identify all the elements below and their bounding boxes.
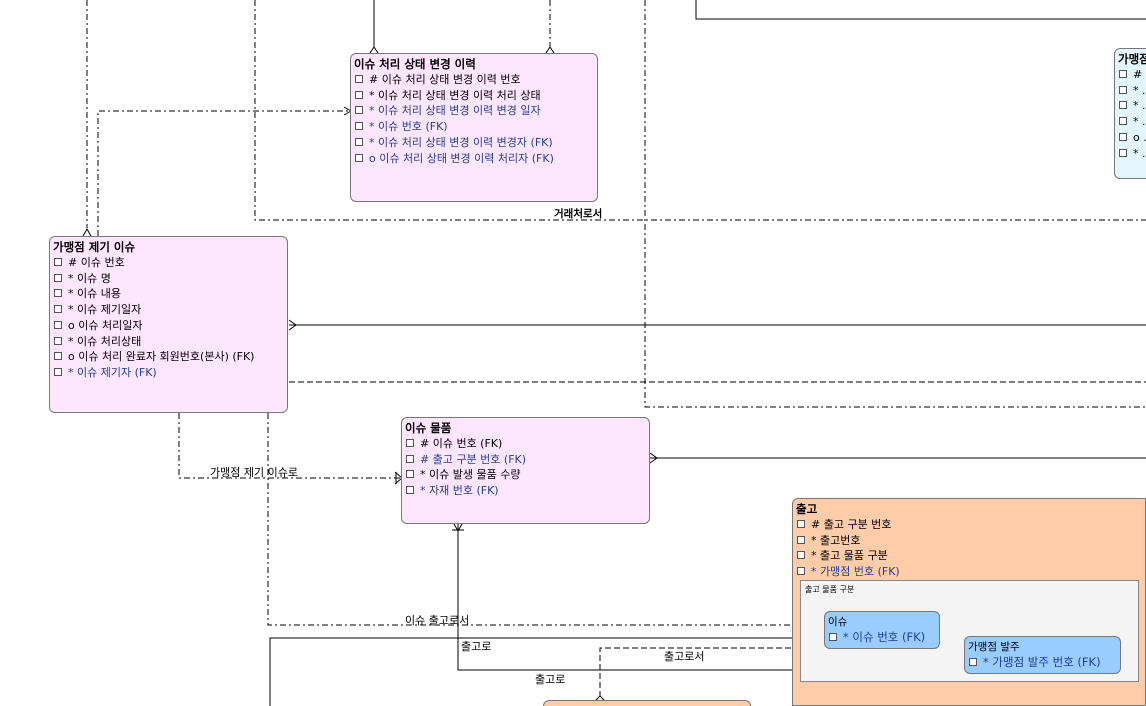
attribute: # 이슈 번호 — [50, 255, 287, 271]
attribute: * 이슈 내용 — [50, 286, 287, 302]
entity-title: 가맹점 발주 — [968, 641, 1020, 653]
attribute: * 출고 물품 구분 — [793, 548, 1145, 564]
relationship-label-partner: 거래처로서 — [554, 208, 603, 220]
attribute: * ... — [1115, 98, 1146, 114]
attribute: * 이슈 제기자 (FK) — [50, 365, 287, 381]
attribute: o 이슈 처리일자 — [50, 318, 287, 334]
attribute: * ... — [1115, 146, 1146, 162]
attribute: * 가맹점 번호 (FK) — [793, 564, 1145, 580]
entity-title: 가맹점 — [1118, 52, 1146, 66]
relationship-label-issue-shipment: 이슈 출고로서 — [405, 614, 470, 627]
relationship-label-shipment-to-a: 출고로 — [461, 640, 492, 653]
entity-issue-item[interactable]: 이슈 물품 # 이슈 번호 (FK) # 출고 구분 번호 (FK) * 이슈 … — [401, 417, 650, 524]
attribute: * ... — [1115, 114, 1146, 130]
attribute: * 이슈 번호 (FK) — [351, 119, 597, 135]
attribute: # 출고 구분 번호 — [793, 517, 1145, 533]
attribute: # 이슈 처리 상태 변경 이력 번호 — [351, 72, 597, 88]
entity-issue-status-history[interactable]: 이슈 처리 상태 변경 이력 # 이슈 처리 상태 변경 이력 번호 * 이슈 … — [350, 53, 598, 202]
entity-title: 이슈 — [828, 616, 848, 628]
entity-title: 출고 — [796, 502, 818, 516]
relationship-label-shipment-to-b: 출고로 — [535, 673, 566, 686]
attribute: * ... — [1115, 83, 1146, 99]
attribute: * 이슈 처리 상태 변경 이력 처리 상태 — [351, 88, 597, 104]
entity-title: 이슈 처리 상태 변경 이력 — [354, 57, 476, 71]
relationship-label-shipment-as: 출고로서 — [664, 650, 705, 663]
subtype-label: 출고 물품 구분 — [805, 585, 855, 594]
entity-subtype-franchise-order[interactable]: 가맹점 발주 * 가맹점 발주 번호 (FK) — [964, 636, 1121, 674]
attribute: o ... — [1115, 130, 1146, 146]
attribute: * 이슈 처리상태 — [50, 334, 287, 350]
attribute: o 이슈 처리 완료자 회원번호(본사) (FK) — [50, 349, 287, 365]
entity-partial-bottom[interactable] — [543, 700, 751, 706]
attribute: # 출고 구분 번호 (FK) — [402, 452, 649, 468]
attribute: # 이슈 번호 (FK) — [402, 436, 649, 452]
attribute: * 출고번호 — [793, 533, 1145, 549]
attribute: * 이슈 발생 물품 수량 — [402, 467, 649, 483]
entity-franchise-partial[interactable]: 가맹점 # ... * ... * ... * ... o ... * ... — [1114, 48, 1146, 179]
relationship-label-franchise-issue: 가맹점 제기 이슈로 — [210, 466, 298, 479]
entity-subtype-issue[interactable]: 이슈 * 이슈 번호 (FK) — [824, 611, 940, 649]
attribute: * 이슈 제기일자 — [50, 302, 287, 318]
attribute: * 가맹점 발주 번호 (FK) — [965, 654, 1120, 671]
entity-title: 가맹점 제기 이슈 — [53, 240, 136, 254]
attribute: # ... — [1115, 67, 1146, 83]
attribute: o 이슈 처리 상태 변경 이력 처리자 (FK) — [351, 151, 597, 167]
attribute: * 이슈 명 — [50, 271, 287, 287]
entity-franchise-issue[interactable]: 가맹점 제기 이슈 # 이슈 번호 * 이슈 명 * 이슈 내용 * 이슈 제기… — [49, 236, 288, 413]
entity-title: 이슈 물품 — [405, 421, 452, 435]
attribute: * 이슈 처리 상태 변경 이력 변경 일자 — [351, 103, 597, 119]
attribute: * 이슈 처리 상태 변경 이력 변경자 (FK) — [351, 135, 597, 151]
attribute: * 이슈 번호 (FK) — [825, 629, 939, 646]
attribute: * 자재 번호 (FK) — [402, 483, 649, 499]
